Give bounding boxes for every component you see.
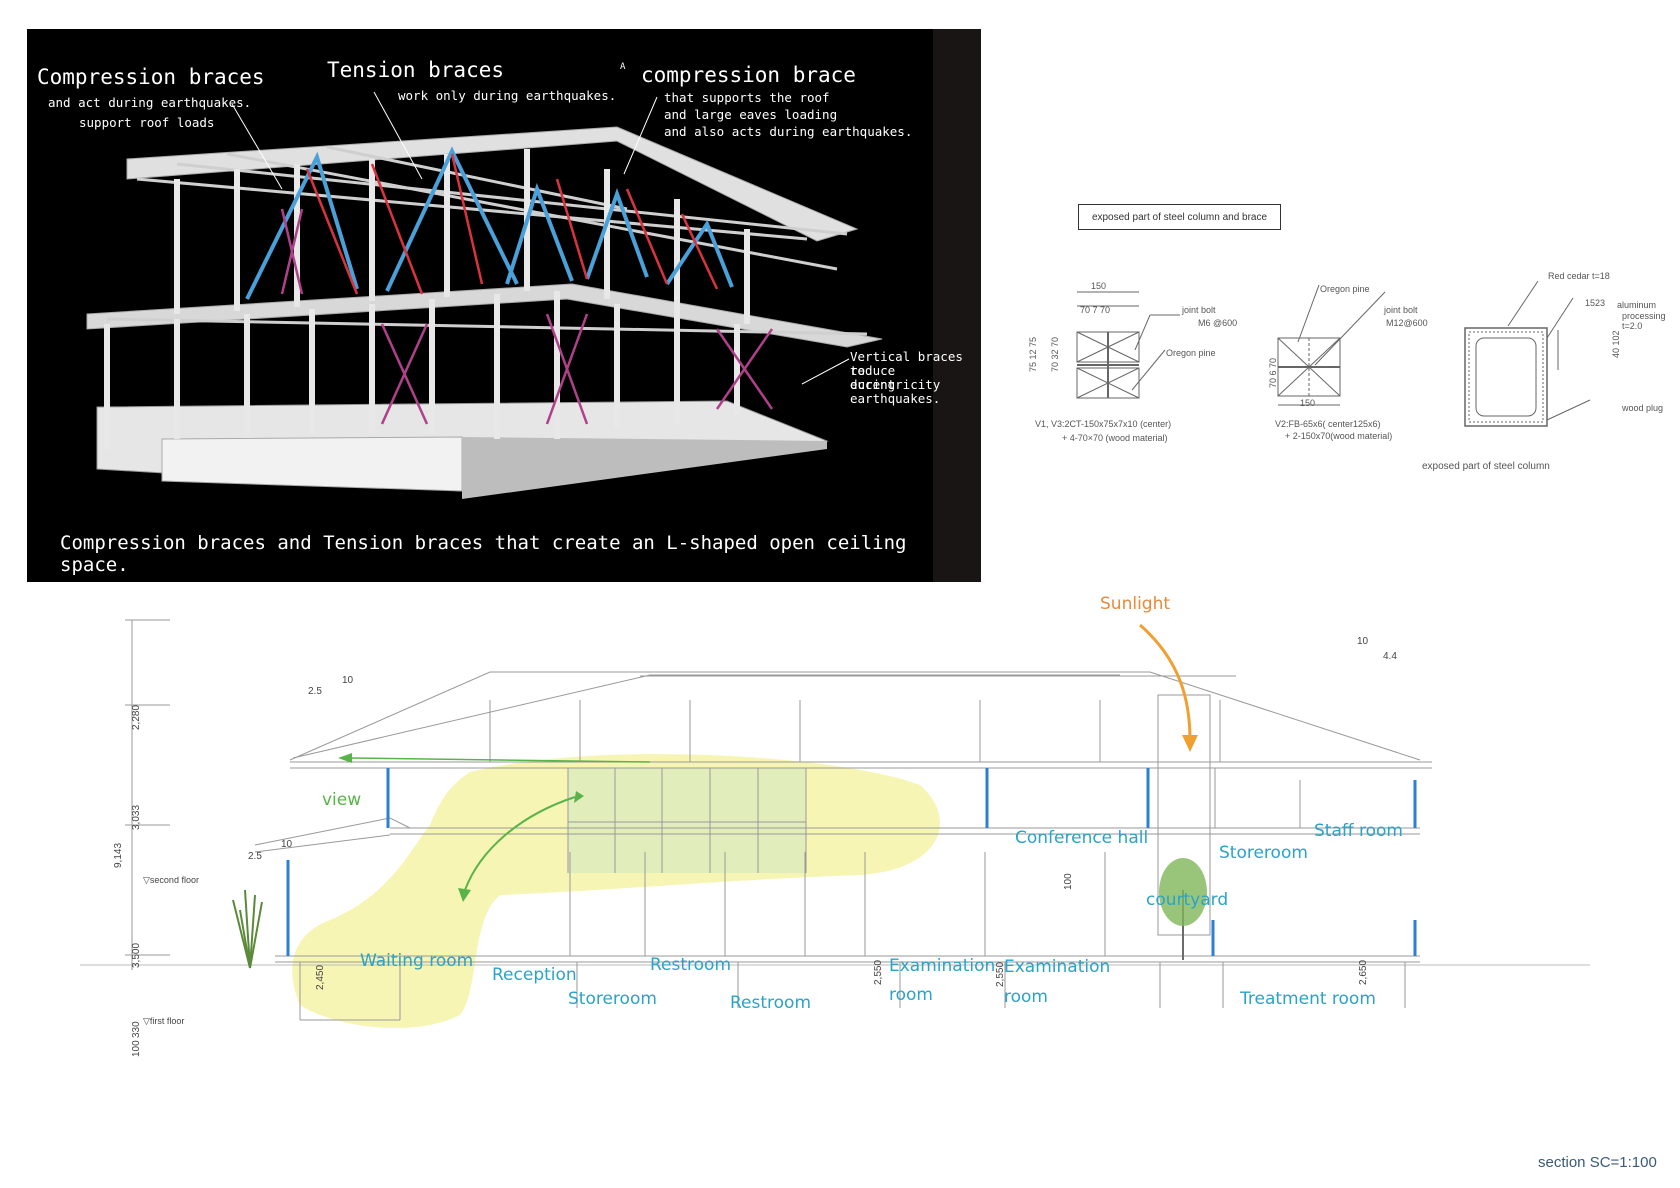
structure-render-drawing <box>86 29 981 582</box>
room-storeroom-upper: Storeroom <box>1219 843 1308 863</box>
v1-side-dims: 75 12 75 <box>1028 336 1038 372</box>
slope-c-rise: 4.4 <box>1383 651 1397 662</box>
dim-second-storey: 3,033 <box>131 804 142 830</box>
exposed-part-label: exposed part of steel column and brace <box>1091 211 1268 223</box>
room-conference-hall: Conference hall <box>1015 828 1149 848</box>
v1-pine-label: Oregon pine <box>1166 348 1216 358</box>
render-caption: Compression braces and Tension braces th… <box>60 532 907 576</box>
slope-b-rise: 2.5 <box>248 851 262 862</box>
plant-left <box>232 889 263 969</box>
label-courtyard: courtyard <box>1146 890 1229 910</box>
room-reception: Reception <box>492 965 577 985</box>
v3-cedar-label: Red cedar t=18 <box>1548 271 1610 281</box>
v1-caption-2: + 4-70×70 (wood material) <box>1062 433 1168 443</box>
dim-height-treatment: 2,650 <box>1358 959 1369 985</box>
dim-roof: 2,280 <box>131 704 142 730</box>
dim-height-waiting: 2,450 <box>315 964 326 990</box>
eaves-brace-desc-3: and also acts during earthquakes. <box>664 124 913 139</box>
dim-base-330: 330 <box>131 1021 142 1038</box>
v3-aluminum-1: aluminum <box>1617 300 1657 310</box>
section-scale-label: section SC=1:100 <box>1538 1154 1657 1171</box>
dim-slab-100: 100 <box>1063 873 1074 890</box>
v3-side-dims: 40 102 <box>1611 330 1621 358</box>
v1-dim-top: 150 <box>1091 281 1107 291</box>
room-exam-1-line2: room <box>889 985 933 1005</box>
marker-a: A <box>620 62 626 72</box>
v3-plug-label: wood plug <box>1622 403 1664 413</box>
v3-dim: 1523 <box>1585 298 1606 308</box>
v1-bolt-label: joint bolt <box>1182 305 1216 315</box>
v2-caption-2: + 2-150x70(wood material) <box>1285 431 1393 441</box>
v1-dim-sub: 70 7 70 <box>1080 305 1111 315</box>
tension-braces-title: Tension braces <box>327 58 505 82</box>
dim-base-100: 100 <box>131 1040 142 1057</box>
dim-height-exam-2: 2,550 <box>995 961 1006 987</box>
slope-c-run: 10 <box>1357 636 1369 647</box>
room-storeroom-lower: Storeroom <box>568 989 657 1009</box>
v2-pine-label: Oregon pine <box>1320 284 1370 294</box>
room-exam-2-line1: Examination <box>1004 957 1111 977</box>
slope-a-run: 10 <box>342 675 354 686</box>
v3-caption: exposed part of steel column <box>1422 461 1550 472</box>
v2-bolt-label: joint bolt <box>1384 305 1418 315</box>
v2-bolt-spec: M12@600 <box>1386 318 1428 328</box>
second-floor-level: ▽second floor <box>143 875 199 885</box>
v1-caption-1: V1, V3:2CT-150x75x7x10 (center) <box>1035 419 1172 429</box>
tension-braces-desc: work only during earthquakes. <box>398 88 617 103</box>
room-restroom-2: Restroom <box>730 993 812 1013</box>
vertical-braces-note-2: reduce eccentricity <box>850 363 941 392</box>
exposed-part-label-box: exposed part of steel column and brace <box>1078 204 1281 230</box>
view-label: view <box>322 790 362 810</box>
v1-bolt-spec: M6 @600 <box>1198 318 1238 328</box>
column-details-drawing <box>1076 280 1591 427</box>
dim-first-storey: 3,500 <box>131 942 142 968</box>
compression-braces-desc-1: and act during earthquakes. <box>48 95 252 110</box>
compression-braces-desc-2: support roof loads <box>79 115 215 130</box>
room-exam-2-line2: room <box>1004 987 1048 1007</box>
room-exam-1-line1: Examination <box>889 956 996 976</box>
v2-side-dims: 70 6 70 <box>1268 357 1278 388</box>
room-waiting: Waiting room <box>360 951 474 971</box>
eaves-brace-title: compression brace <box>641 63 856 87</box>
room-restroom-1: Restroom <box>650 955 732 975</box>
v3-aluminum-2: processing t=2.0 <box>1622 311 1666 331</box>
courtyard-tree <box>1159 858 1207 960</box>
slope-b-run: 10 <box>281 839 293 850</box>
dim-height-exam-1: 2,550 <box>873 959 884 985</box>
room-treatment: Treatment room <box>1240 989 1376 1009</box>
building-section-drawing <box>80 619 1590 1029</box>
v1-inner-dims: 70 32 70 <box>1050 336 1060 372</box>
eaves-brace-desc-1: that supports the roof <box>664 90 830 105</box>
first-floor-level: ▽first floor <box>143 1016 185 1026</box>
v2-caption-1: V2:FB-65x6( center125x6) <box>1275 419 1381 429</box>
eaves-brace-desc-2: and large eaves loading <box>664 107 838 122</box>
vertical-braces-note-3: during earthquakes. <box>850 377 941 406</box>
vertical-braces-note-1: Vertical braces to <box>850 349 963 378</box>
structure-render-panel: Compression braces and act during earthq… <box>27 29 981 582</box>
v2-dim-bottom: 150 <box>1300 398 1316 408</box>
room-staff: Staff room <box>1314 821 1403 841</box>
slope-a-rise: 2.5 <box>308 686 322 697</box>
sunlight-label: Sunlight <box>1100 594 1171 614</box>
dim-total: 9,143 <box>113 842 124 868</box>
compression-braces-title: Compression braces <box>37 65 265 89</box>
